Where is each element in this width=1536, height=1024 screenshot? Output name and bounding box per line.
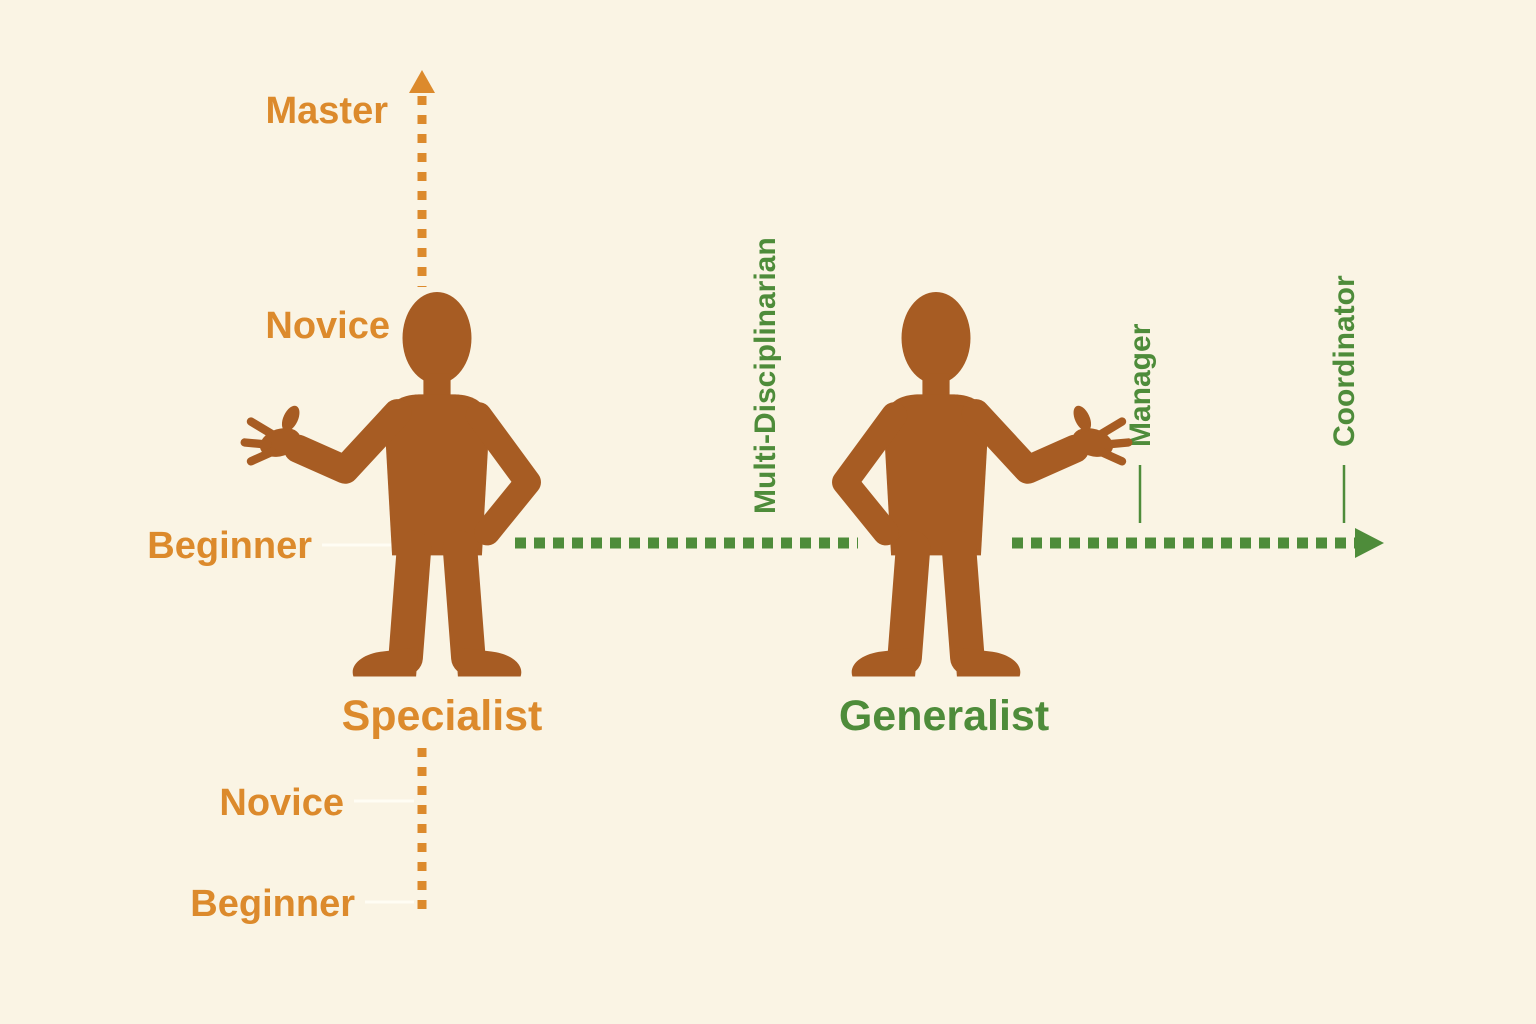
mastery-arrow-up-icon bbox=[409, 70, 435, 93]
coordinator-label: Coordinator bbox=[1328, 275, 1361, 447]
specialist-person-icon bbox=[245, 292, 528, 677]
beginner-lower-label: Beginner bbox=[190, 883, 355, 925]
manager-label: Manager bbox=[1124, 323, 1157, 447]
multi-disciplinarian-label: Multi-Disciplinarian bbox=[749, 237, 782, 514]
specialist-title: Specialist bbox=[342, 692, 543, 740]
generalist-title: Generalist bbox=[839, 692, 1049, 740]
breadth-arrow-right-icon bbox=[1355, 528, 1384, 558]
master-label: Master bbox=[266, 90, 389, 132]
novice-upper-label: Novice bbox=[265, 305, 390, 347]
generalist-person-icon bbox=[845, 292, 1128, 677]
beginner-upper-label: Beginner bbox=[147, 525, 312, 567]
novice-lower-label: Novice bbox=[219, 782, 344, 824]
